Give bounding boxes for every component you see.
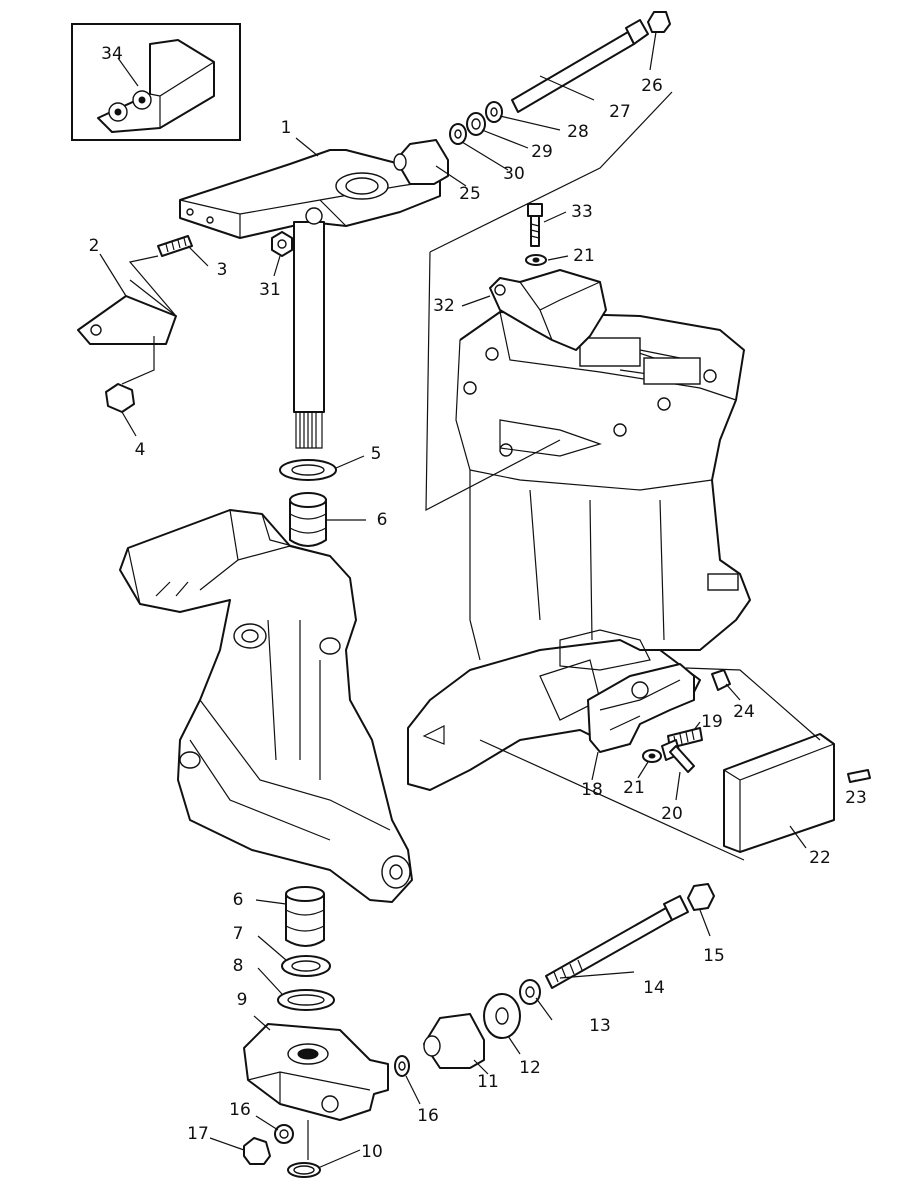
washer-part-5 bbox=[279, 459, 337, 481]
washer-part-29 bbox=[466, 112, 486, 136]
callout-32: 32 bbox=[433, 296, 455, 316]
washer-part-30 bbox=[449, 123, 467, 145]
callout-24: 24 bbox=[733, 702, 755, 722]
mount-rubber-part-11 bbox=[423, 1013, 485, 1069]
bushing-part-6-lower bbox=[285, 886, 325, 947]
callout-20: 20 bbox=[661, 804, 683, 824]
cover-part-22 bbox=[723, 733, 835, 853]
washer-part-16-left bbox=[274, 1124, 294, 1144]
nut-part-31 bbox=[271, 231, 293, 257]
screw-part-23 bbox=[847, 769, 871, 783]
lower-arm-part-9 bbox=[243, 1023, 389, 1121]
callout-29: 29 bbox=[531, 142, 553, 162]
callout-33: 33 bbox=[571, 202, 593, 222]
inset-box-part-34 bbox=[71, 23, 241, 141]
washer-part-13 bbox=[519, 979, 541, 1005]
callout-2: 2 bbox=[89, 236, 100, 256]
callout-27: 27 bbox=[609, 102, 631, 122]
callout-13: 13 bbox=[589, 1016, 611, 1036]
callout-8: 8 bbox=[233, 956, 244, 976]
steering-arm-part-1 bbox=[179, 149, 441, 449]
bracket-plate-part-2 bbox=[77, 279, 177, 345]
callout-16-left: 16 bbox=[229, 1100, 251, 1120]
callout-7: 7 bbox=[233, 924, 244, 944]
bolt-part-20 bbox=[661, 739, 695, 773]
callout-3: 3 bbox=[217, 260, 228, 280]
callout-22: 22 bbox=[809, 848, 831, 868]
leader-lines bbox=[99, 31, 857, 1169]
washer-part-8 bbox=[277, 989, 335, 1011]
callout-14: 14 bbox=[643, 978, 665, 998]
lower-mount-part-18 bbox=[587, 663, 695, 753]
callouts: 34 1 2 3 4 31 5 6 25 30 29 28 27 26 33 2… bbox=[89, 44, 867, 1162]
ring-part-7 bbox=[281, 955, 331, 977]
callout-6-upper: 6 bbox=[377, 510, 388, 530]
washer-part-16-right bbox=[394, 1055, 410, 1077]
callout-17: 17 bbox=[187, 1124, 209, 1144]
callout-6-lower: 6 bbox=[233, 890, 244, 910]
bushing-part-6-upper bbox=[289, 492, 327, 547]
callout-9: 9 bbox=[237, 990, 248, 1010]
callout-19: 19 bbox=[701, 712, 723, 732]
plug-part-24 bbox=[711, 669, 731, 691]
callout-23: 23 bbox=[845, 788, 867, 808]
swivel-bracket bbox=[119, 509, 413, 903]
washer-part-12 bbox=[483, 993, 521, 1039]
callout-25: 25 bbox=[459, 184, 481, 204]
washer-part-21-lower bbox=[642, 749, 662, 763]
through-bolt-part-14 bbox=[545, 895, 689, 989]
callout-4: 4 bbox=[135, 440, 146, 460]
callout-10: 10 bbox=[361, 1142, 383, 1162]
callout-26: 26 bbox=[641, 76, 663, 96]
cap-nut-part-17 bbox=[243, 1137, 271, 1165]
callout-16-right: 16 bbox=[417, 1106, 439, 1126]
washer-part-28 bbox=[485, 101, 503, 123]
mount-rubber-part-25 bbox=[393, 139, 449, 185]
exhaust-housing bbox=[407, 311, 751, 791]
callout-12: 12 bbox=[519, 1058, 541, 1078]
nut-part-26 bbox=[647, 11, 671, 33]
callout-11: 11 bbox=[477, 1072, 499, 1092]
callout-31: 31 bbox=[259, 280, 281, 300]
mount-cap-part-32 bbox=[489, 269, 607, 351]
callout-21-upper: 21 bbox=[573, 246, 595, 266]
through-bolt-part-27 bbox=[511, 19, 649, 113]
o-ring-part-10 bbox=[287, 1162, 321, 1178]
washer-part-21-upper bbox=[525, 254, 547, 266]
callout-5: 5 bbox=[371, 444, 382, 464]
callout-30: 30 bbox=[503, 164, 525, 184]
bolt-part-33 bbox=[527, 203, 543, 247]
callout-1: 1 bbox=[281, 118, 292, 138]
callout-18: 18 bbox=[581, 780, 603, 800]
callout-34: 34 bbox=[101, 44, 123, 64]
callout-21-lower: 21 bbox=[623, 778, 645, 798]
stud-part-3 bbox=[128, 235, 193, 317]
nut-part-15 bbox=[687, 883, 715, 911]
callout-15: 15 bbox=[703, 946, 725, 966]
nut-part-4 bbox=[105, 336, 155, 413]
callout-28: 28 bbox=[567, 122, 589, 142]
